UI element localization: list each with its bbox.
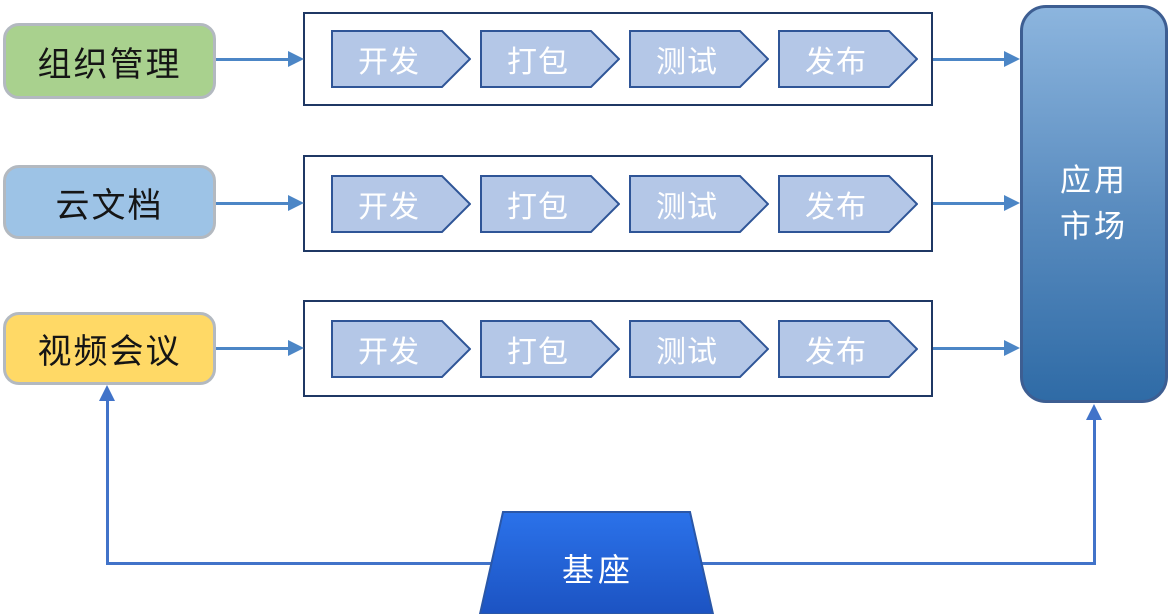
stage-label: 打包 (507, 46, 569, 79)
chevron-arrow-icon (629, 319, 769, 378)
stage-release-shape: 发布 (778, 319, 918, 378)
chevron-arrow-icon (778, 30, 918, 88)
stage-label: 发布 (805, 46, 867, 79)
chevron-arrow-icon (331, 319, 471, 378)
stage-release-shape: 发布 (778, 30, 918, 88)
pipeline-row-1: 开发 打包 测试 发布 (303, 12, 933, 106)
stage-test-shape: 测试 (629, 30, 769, 88)
chevron-arrow-icon (480, 174, 620, 233)
arrow-org-to-pipeline (216, 58, 290, 61)
app-market-label-line2: 市场 (1060, 209, 1128, 244)
stage-label: 测试 (656, 46, 718, 79)
stage-package-shape: 打包 (480, 174, 620, 233)
chevron-arrow-icon (331, 174, 471, 233)
elbow-base-to-meeting-hline (106, 562, 492, 565)
pipeline-row-2: 开发 打包 测试 发布 (303, 155, 933, 252)
arrow-pipeline1-to-market (933, 58, 1005, 61)
arrowhead-right-icon (288, 340, 304, 356)
trapezoid-icon (478, 511, 715, 614)
chevron-arrow-icon (778, 319, 918, 378)
chevron-arrow-icon (778, 174, 918, 233)
arrow-meeting-to-pipeline (216, 347, 290, 350)
chevron-arrow-icon (629, 174, 769, 233)
stage-label: 发布 (805, 190, 867, 224)
arrow-pipeline3-to-market (933, 347, 1005, 350)
arrowhead-right-icon (1004, 195, 1020, 211)
product-box-org-management: 组织管理 (3, 23, 216, 99)
arrowhead-up-icon (1086, 404, 1102, 420)
product-box-video-meeting: 视频会议 (3, 312, 216, 385)
stage-label: 开发 (358, 190, 420, 224)
app-market-box: 应用 市场 (1020, 5, 1168, 403)
stage-label: 发布 (805, 335, 867, 369)
product-label: 云文档 (55, 186, 164, 225)
product-label: 视频会议 (37, 333, 182, 371)
arrow-pipeline2-to-market (933, 202, 1005, 205)
arrow-docs-to-pipeline (216, 202, 290, 205)
stage-test-shape: 测试 (629, 319, 769, 378)
stage-label: 打包 (507, 190, 569, 224)
arrowhead-right-icon (1004, 51, 1020, 67)
stage-develop-shape: 开发 (331, 174, 471, 233)
base-label: 基座 (561, 552, 634, 588)
stage-develop-shape: 开发 (331, 319, 471, 378)
arrowhead-right-icon (1004, 340, 1020, 356)
stage-package-shape: 打包 (480, 319, 620, 378)
chevron-arrow-icon (629, 30, 769, 88)
stage-label: 测试 (656, 190, 718, 224)
product-label: 组织管理 (37, 45, 182, 84)
arrowhead-right-icon (288, 195, 304, 211)
stage-label: 开发 (358, 335, 420, 369)
pipeline-row-3: 开发 打包 测试 发布 (303, 300, 933, 397)
app-market-label-line1: 应用 (1060, 163, 1128, 198)
stage-develop-shape: 开发 (331, 30, 471, 88)
base-platform-shape: 基座 (468, 509, 728, 614)
arrowhead-right-icon (288, 51, 304, 67)
stage-release-shape: 发布 (778, 174, 918, 233)
stage-test-shape: 测试 (629, 174, 769, 233)
stage-package-shape: 打包 (480, 30, 620, 88)
elbow-base-to-market-vline (1093, 416, 1096, 565)
elbow-base-to-meeting-vline (106, 398, 109, 565)
chevron-arrow-icon (480, 319, 620, 378)
stage-label: 打包 (507, 335, 569, 369)
elbow-base-to-market-hline (702, 562, 1096, 565)
chevron-arrow-icon (480, 30, 620, 88)
chevron-arrow-icon (331, 30, 471, 88)
product-box-cloud-docs: 云文档 (3, 165, 216, 239)
stage-label: 测试 (656, 335, 718, 369)
stage-label: 开发 (358, 46, 420, 79)
arrowhead-up-icon (99, 385, 115, 401)
